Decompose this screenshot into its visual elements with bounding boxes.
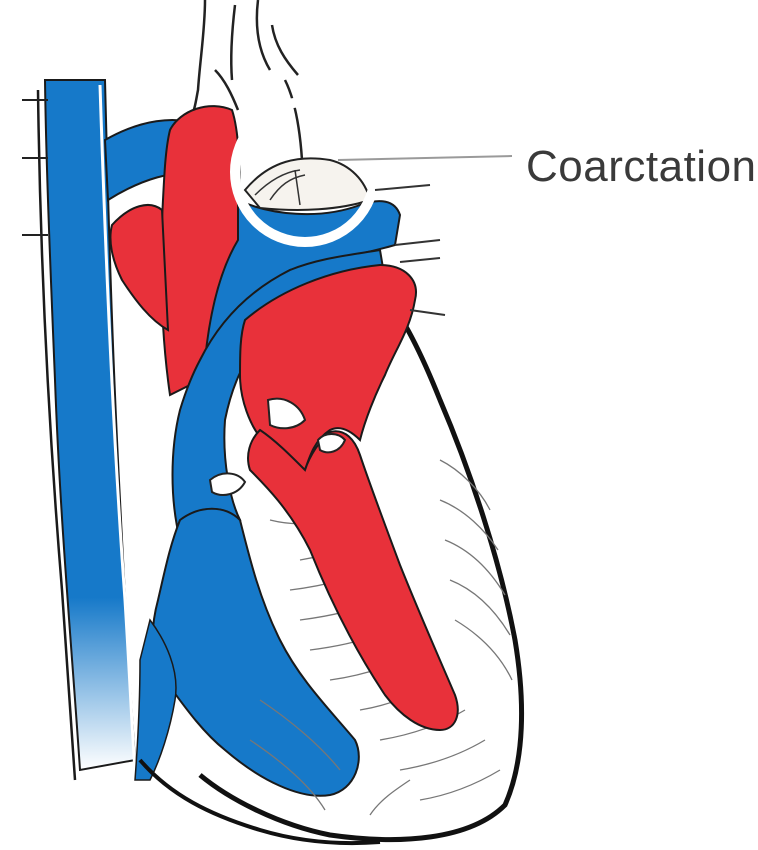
left-pulmonary-vessel — [110, 205, 168, 330]
side-ticks — [22, 100, 48, 235]
coarctation-leader-line — [338, 156, 512, 160]
coarctation-label: Coarctation — [526, 142, 757, 191]
coarctation-segment — [245, 158, 370, 210]
